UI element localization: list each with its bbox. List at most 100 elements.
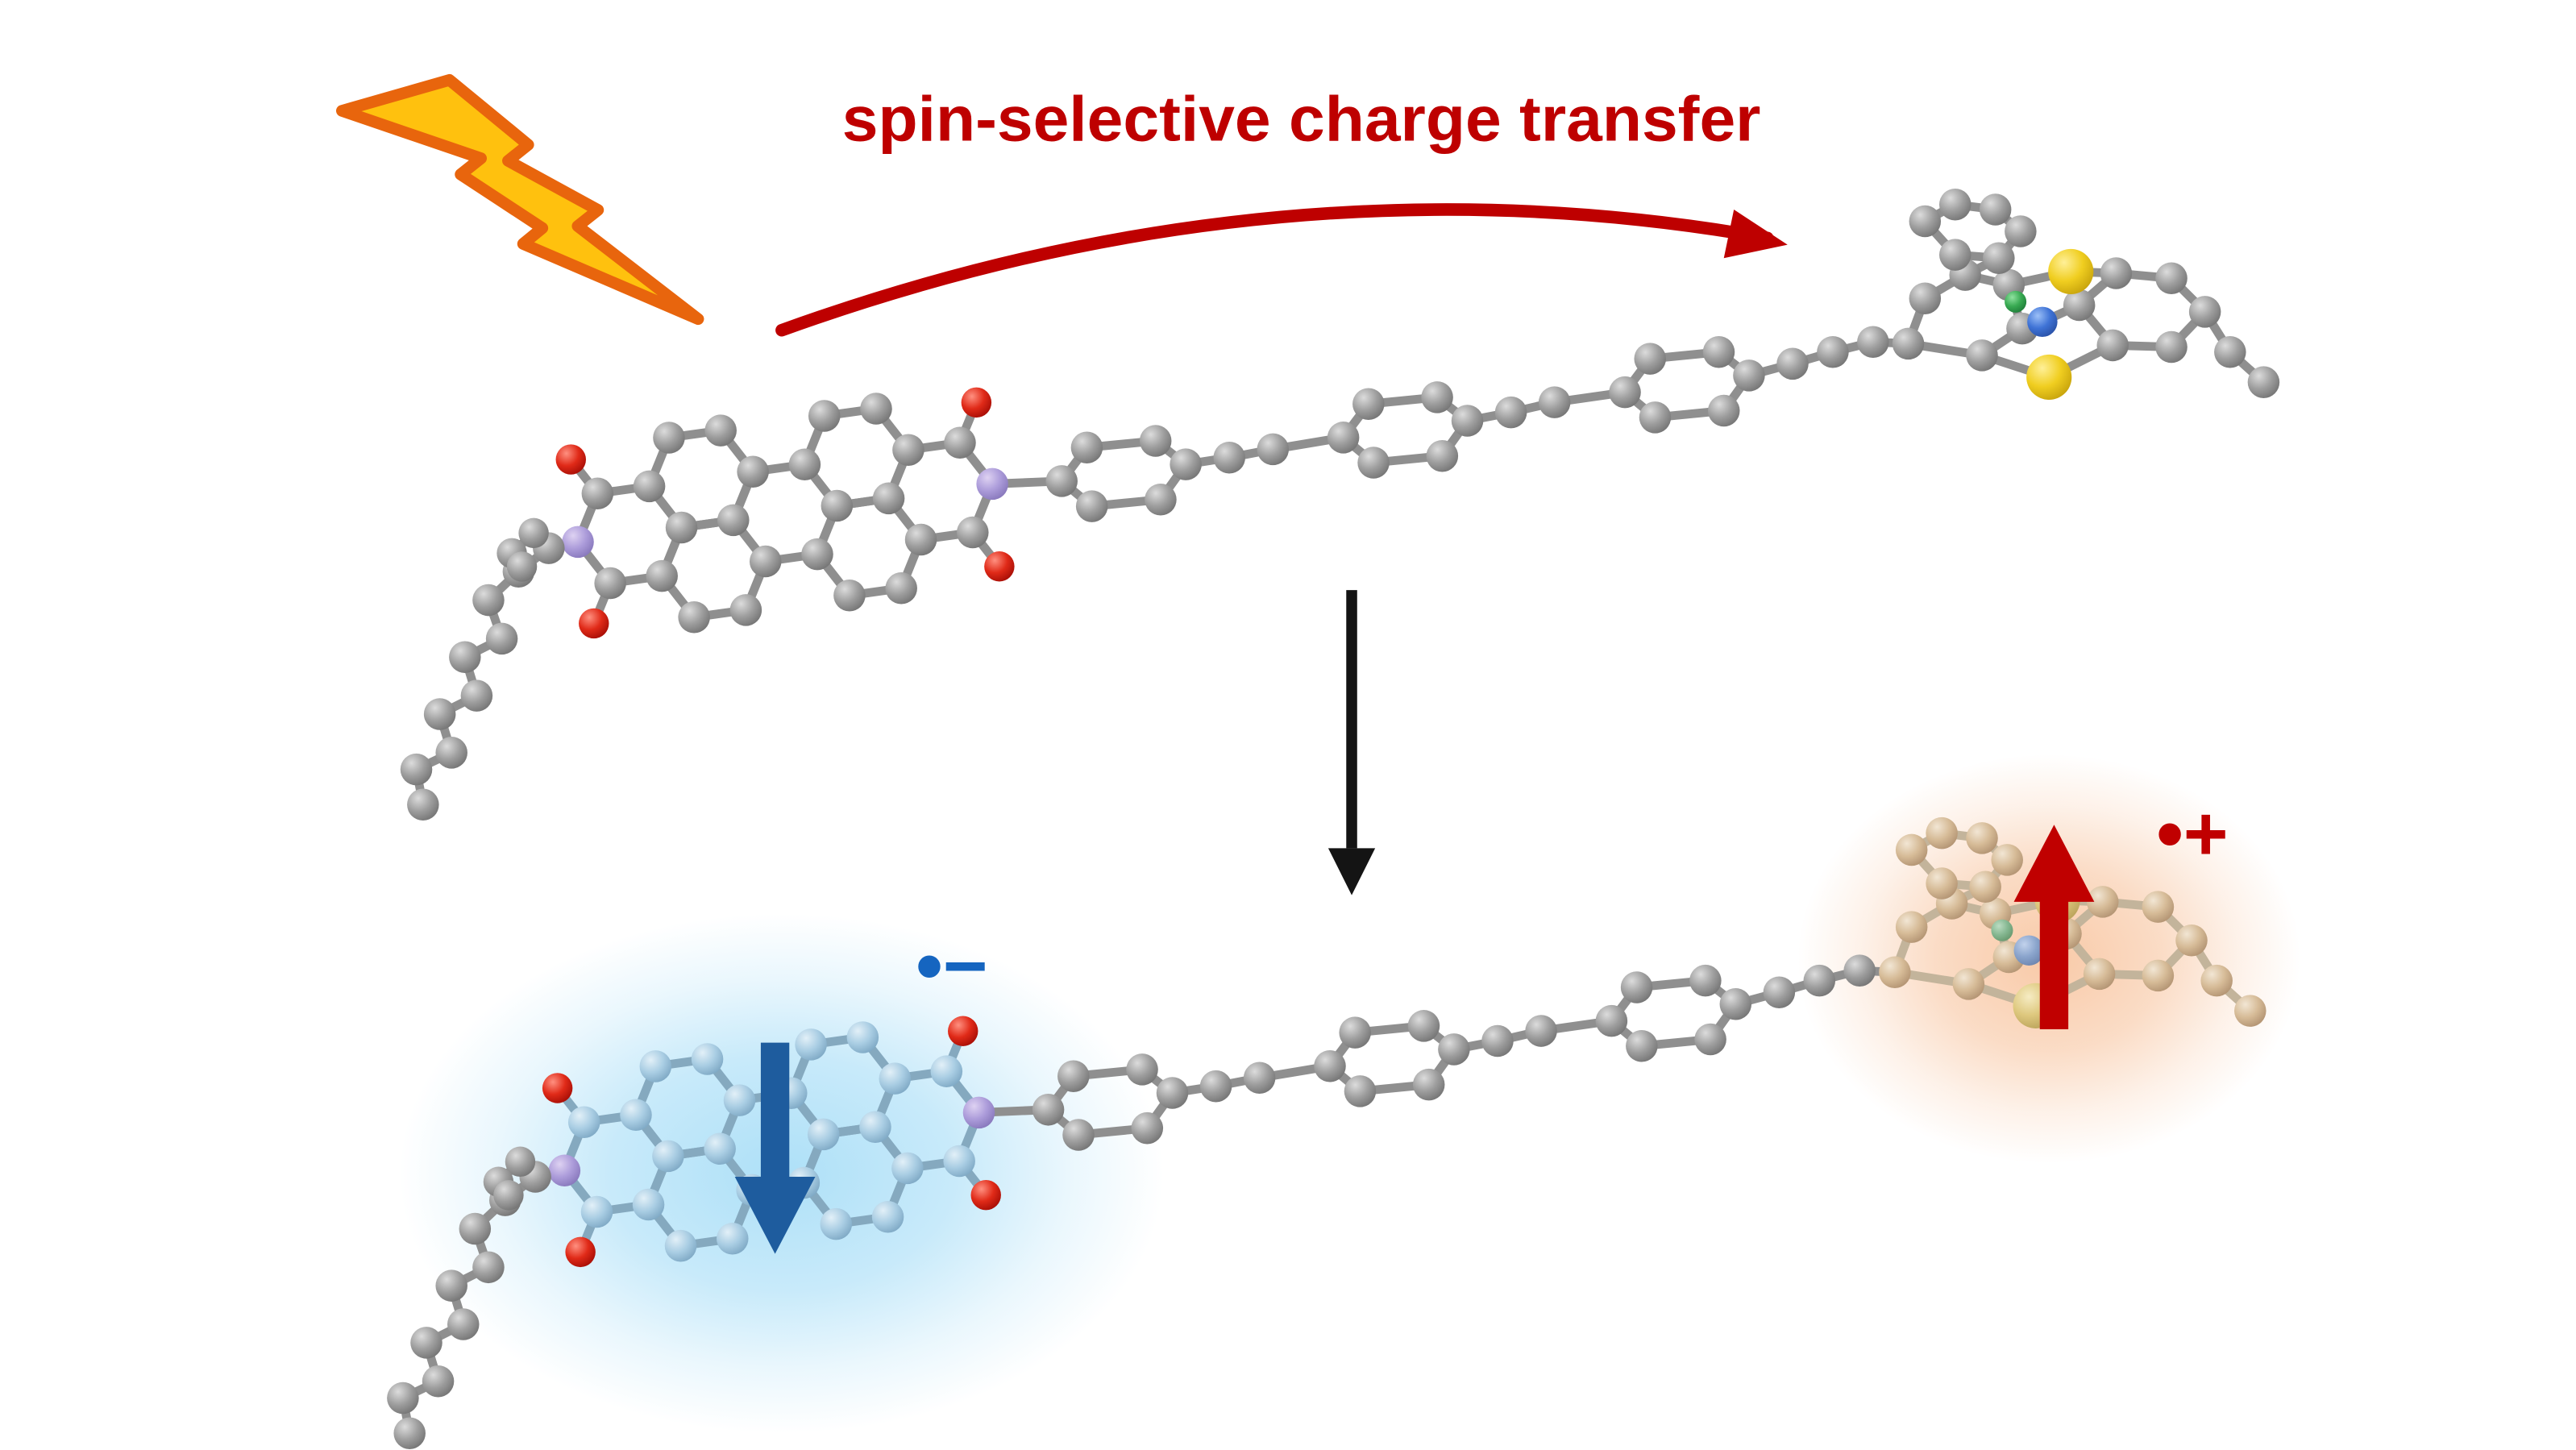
lightning-bolt-icon [336, 73, 704, 326]
carbon-atom [646, 559, 678, 592]
carbon-atom [1327, 422, 1360, 454]
carbon-atom [2096, 329, 2129, 362]
carbon-atom [485, 622, 518, 655]
carbon-atom [400, 753, 433, 786]
nitrogen-atom [548, 1154, 581, 1187]
carbon-atom [892, 434, 924, 466]
carbon-atom [1357, 447, 1390, 479]
carbon-atom [2142, 891, 2175, 923]
carbon-atom [2142, 959, 2175, 992]
carbon-atom [633, 470, 666, 503]
carbon-atom [1145, 484, 1177, 516]
carbon-atom [1131, 1111, 1164, 1145]
carbon-atom [1909, 282, 1942, 314]
oxygen-atom [961, 387, 992, 418]
carbon-atom [859, 1111, 891, 1143]
carbon-atom [1538, 386, 1571, 418]
carbon-atom [1926, 867, 1958, 899]
carbon-atom [1407, 1010, 1440, 1042]
carbon-atom [1126, 1053, 1158, 1086]
molecule-charge-separated [387, 816, 2266, 1449]
carbon-atom [1170, 448, 1202, 480]
carbon-atom [2247, 366, 2280, 398]
carbon-atom [795, 1028, 827, 1061]
carbon-atom [2234, 995, 2266, 1027]
carbon-atom [423, 698, 456, 730]
carbon-atom [2214, 335, 2246, 368]
carbon-atom [2200, 964, 2233, 997]
sulfur-atom [2026, 354, 2072, 401]
carbon-atom [904, 523, 937, 556]
carbon-atom [1481, 1024, 1514, 1057]
radical-anion-label: •− [916, 923, 987, 1009]
carbon-atom [801, 538, 833, 571]
carbon-atom [1926, 816, 1958, 850]
carbon-atom [820, 1207, 853, 1240]
carbon-atom [620, 1099, 652, 1132]
carbon-atom [1525, 1015, 1557, 1047]
carbon-atom [459, 1212, 492, 1245]
carbon-atom [506, 551, 538, 582]
carbon-atom [871, 1200, 904, 1233]
carbon-atom [1344, 1075, 1377, 1107]
carbon-atom [1938, 188, 1971, 221]
carbon-atom [846, 1021, 879, 1053]
reaction-arrow-icon [1327, 590, 1376, 895]
carbon-atom [1626, 1030, 1658, 1062]
carbon-atom [435, 1269, 467, 1302]
carbon-atom [1070, 431, 1103, 464]
carbon-atom [422, 1365, 455, 1398]
carbon-atom [1969, 870, 2001, 903]
carbon-atom [1156, 1077, 1189, 1109]
carbon-atom [729, 594, 762, 626]
carbon-atom [788, 448, 821, 481]
carbon-atom [1426, 439, 1459, 472]
carbon-atom [1803, 964, 1836, 997]
carbon-atom [891, 1152, 924, 1185]
carbon-atom [1966, 339, 1998, 372]
carbon-atom [704, 1132, 736, 1165]
carbon-atom [1707, 394, 1740, 427]
carbon-atom [1952, 968, 1985, 1000]
carbon-atom [879, 1062, 912, 1095]
carbon-atom [435, 737, 467, 769]
carbon-atom [1694, 1023, 1726, 1056]
carbon-atom [664, 1229, 697, 1262]
carbon-atom [652, 1140, 684, 1173]
carbon-atom [821, 489, 854, 522]
carbon-atom [723, 1084, 756, 1116]
charge-transfer-arrow-icon [775, 203, 1788, 337]
carbon-atom [1938, 239, 1971, 271]
oxygen-atom [948, 1016, 978, 1046]
spin-up-arrow-icon [2013, 825, 2095, 1029]
carbon-atom [1494, 396, 1527, 429]
carbon-atom [472, 584, 505, 617]
carbon-atom [567, 1106, 600, 1138]
carbon-atom [1199, 1070, 1232, 1103]
carbon-atom [872, 482, 905, 515]
carbon-atom [1257, 433, 1290, 466]
nitrogen-atom [976, 467, 1008, 501]
carbon-atom [472, 1251, 505, 1284]
carbon-atom [957, 516, 989, 549]
molecule-ground-state [400, 188, 2280, 821]
oxygen-atom [970, 1179, 1001, 1211]
nitrogen-atom [2027, 306, 2058, 338]
carbon-atom [808, 400, 841, 432]
carbon-atom [407, 788, 439, 821]
carbon-atom [2155, 262, 2188, 294]
carbon-atom [1213, 442, 1245, 474]
carbon-atom [1062, 1119, 1095, 1151]
carbon-atom [653, 422, 685, 454]
carbon-atom [943, 1145, 975, 1178]
carbon-atom [1733, 359, 1765, 392]
carbon-atom [1991, 844, 2023, 876]
carbon-atom [2155, 330, 2188, 364]
carbon-atom [665, 511, 698, 544]
carbon-atom [1045, 465, 1078, 497]
carbon-atom [1689, 964, 1722, 997]
carbon-atom [580, 1195, 613, 1228]
carbon-atom [807, 1118, 840, 1151]
carbon-atom [449, 641, 481, 674]
